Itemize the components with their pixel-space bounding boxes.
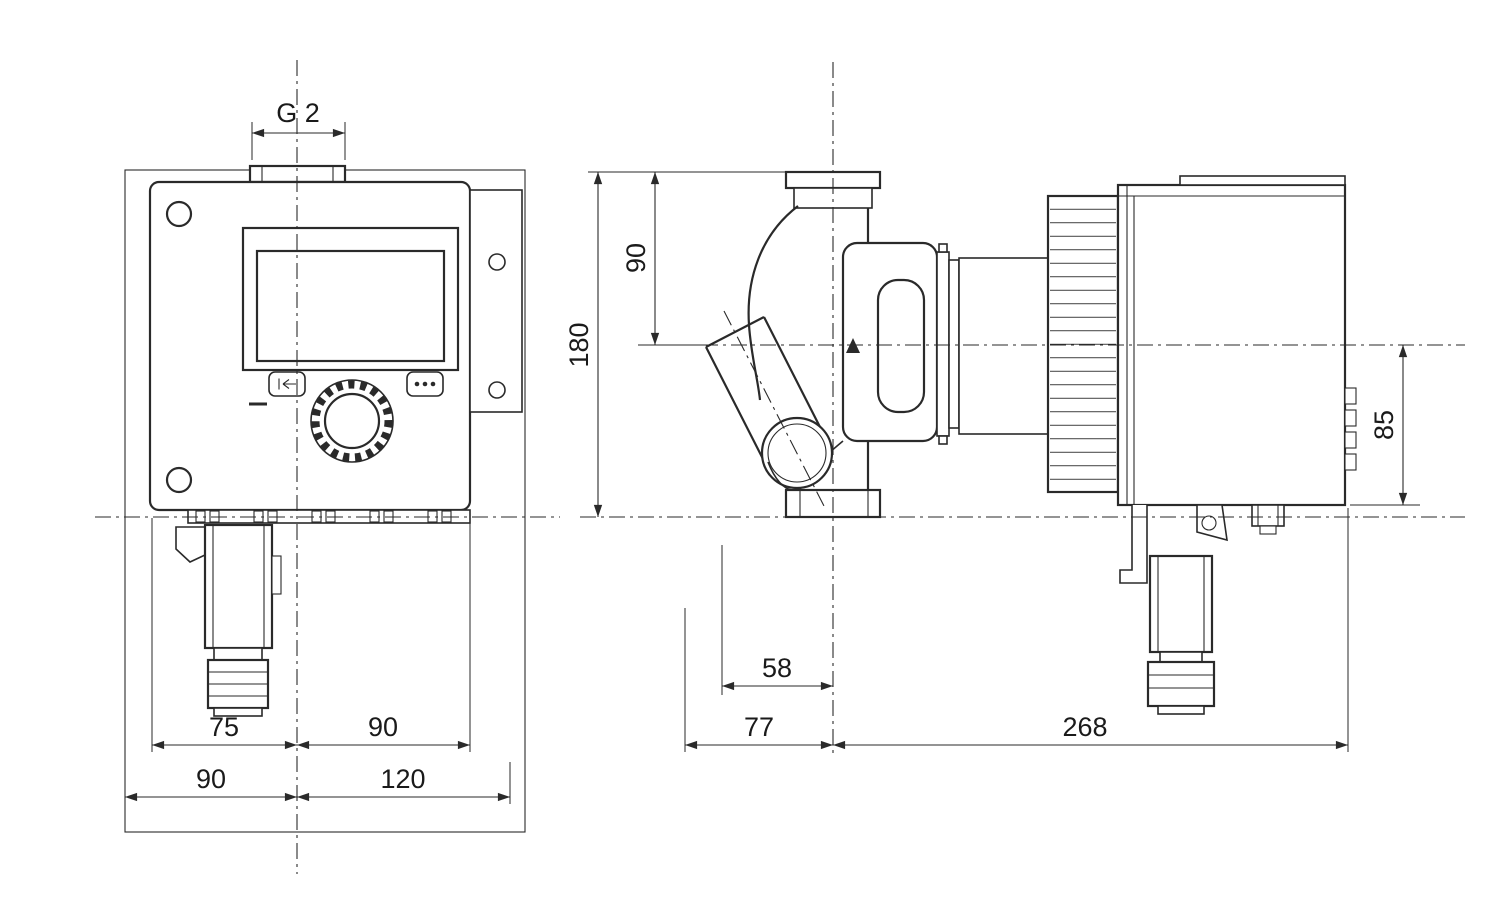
dim-label-height-total: 180 — [564, 322, 594, 367]
dim-label-overall-right: 120 — [380, 764, 425, 794]
ellipsis-icon — [414, 381, 436, 387]
drain-boss-axis — [723, 310, 825, 507]
back-button[interactable] — [268, 371, 306, 397]
bracket-hole-bottom — [488, 381, 506, 399]
front-view — [124, 164, 526, 833]
side-bracket — [469, 189, 523, 413]
adapter-plates — [936, 243, 960, 445]
display-screen — [255, 249, 446, 363]
dim-label-overall-left: 90 — [196, 764, 226, 794]
display-bezel — [241, 226, 460, 372]
module-edge-detail — [1118, 185, 1345, 505]
module-top-ledge — [1179, 175, 1346, 186]
dim-label-depth-front: 77 — [744, 712, 774, 742]
dim-label-depth-total: 268 — [1062, 712, 1107, 742]
dim-label-module-below-axis: 85 — [1369, 410, 1399, 440]
screw-hole-top — [165, 200, 193, 228]
motor-barrel — [958, 257, 1050, 435]
dim-label-width-right: 90 — [368, 712, 398, 742]
cable-connector-side — [1119, 504, 1228, 715]
dim-label-width-left: 75 — [209, 712, 239, 742]
top-port-detail — [261, 166, 334, 182]
back-arrow-icon — [278, 378, 296, 390]
side-view — [705, 170, 1357, 715]
nameplate-slot — [876, 278, 926, 414]
control-knob[interactable] — [310, 379, 394, 463]
center-lines — [95, 60, 1465, 874]
heat-sink-fins — [1050, 200, 1116, 488]
dim-label-depth-suction: 58 — [762, 653, 792, 683]
screw-hole-bottom — [165, 466, 193, 494]
bracket-hole-top — [488, 253, 506, 271]
cable-connector-front — [175, 523, 282, 717]
terminal-bumps — [1344, 387, 1357, 471]
dim-label-thread: G 2 — [276, 98, 320, 128]
dimensions: G 2 75 90 90 120 180 90 85 58 77 268 — [125, 98, 1420, 804]
dim-label-height-above-axis: 90 — [621, 243, 651, 273]
drain-fitting-module — [1251, 504, 1285, 535]
menu-button[interactable] — [406, 371, 444, 397]
